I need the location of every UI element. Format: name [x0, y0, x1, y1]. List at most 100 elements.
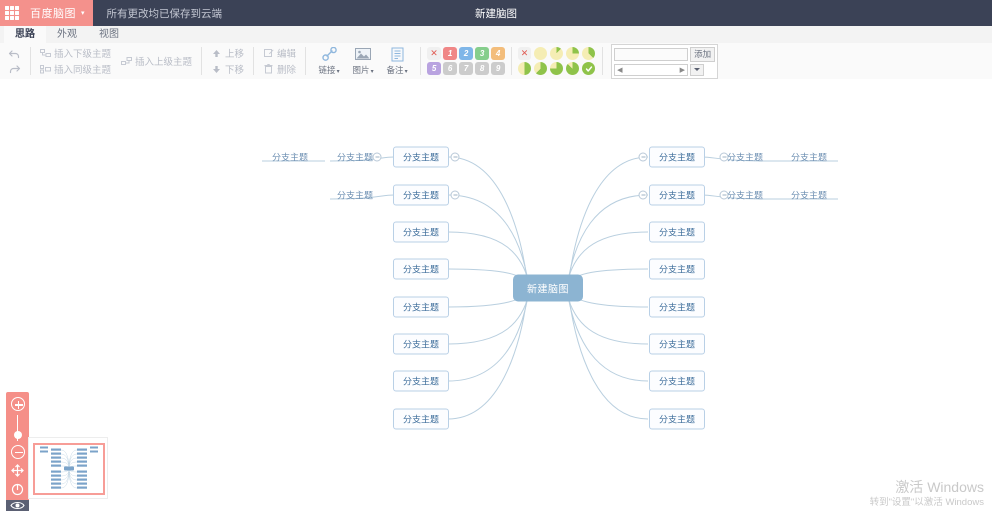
insert-note-button[interactable]: 备注▾ — [380, 44, 414, 78]
insert-child-topic-button[interactable]: 插入下级主题 — [37, 46, 114, 60]
priority-clear-button[interactable]: ✕ — [427, 47, 442, 60]
move-tool-icon[interactable] — [9, 463, 26, 478]
minimap-viewport-frame[interactable] — [33, 443, 105, 495]
priority-marker-7[interactable]: 7 — [459, 62, 474, 75]
divider — [201, 47, 203, 75]
mindmap-node-right-1-child[interactable]: 分支主题 — [726, 152, 764, 163]
progress-marker-37[interactable] — [582, 47, 596, 60]
scroll-left-icon[interactable]: ◀ — [617, 66, 623, 74]
zoom-out-button[interactable] — [10, 444, 25, 459]
grid-menu-icon[interactable] — [4, 5, 20, 21]
priority-marker-9[interactable]: 9 — [491, 62, 506, 75]
mindmap-node-left-1-grandchild[interactable]: 分支主题 — [271, 152, 309, 163]
mindmap-node-left-1[interactable]: 分支主题 — [392, 146, 450, 168]
mindmap-node-right-1[interactable]: 分支主题 — [648, 146, 706, 168]
mindmap-node-right-1-grandchild[interactable]: 分支主题 — [790, 152, 828, 163]
mindmap-node-right-2-grandchild[interactable]: 分支主题 — [790, 190, 828, 201]
mindmap-node-left-8[interactable]: 分支主题 — [392, 408, 450, 430]
priority-marker-3[interactable]: 3 — [475, 47, 490, 60]
divider — [511, 47, 513, 75]
mindmap-node-left-5[interactable]: 分支主题 — [392, 296, 450, 318]
tab-waiGuan[interactable]: 外观 — [57, 29, 77, 40]
progress-marker-50[interactable] — [518, 62, 532, 75]
mindmap-node-left-1-child[interactable]: 分支主题 — [336, 152, 374, 163]
move-down-button[interactable]: 下移 — [208, 62, 247, 76]
mindmap-node-right-8[interactable]: 分支主题 — [648, 408, 706, 430]
redo-icon[interactable] — [7, 62, 21, 75]
ribbon-content: 插入下级主题 插入同级主题 插入上级主题 — [0, 43, 992, 79]
minimap-preview — [40, 446, 98, 489]
collapse-toggle-right-1[interactable] — [638, 152, 648, 162]
collapse-toggle-left-1-child[interactable] — [372, 152, 382, 162]
progress-marker-25[interactable] — [566, 47, 580, 60]
minimap-panel[interactable] — [28, 437, 108, 499]
mindmap-node-left-2[interactable]: 分支主题 — [392, 184, 450, 206]
priority-marker-5[interactable]: 5 — [427, 62, 442, 75]
insert-parent-icon — [121, 56, 133, 67]
mindmap-node-right-3[interactable]: 分支主题 — [648, 221, 706, 243]
collapse-toggle-right-2-child[interactable] — [719, 190, 729, 200]
mindmap-node-left-6[interactable]: 分支主题 — [392, 333, 450, 355]
add-resource-button[interactable]: 添加 — [690, 46, 716, 62]
app-logo-block[interactable]: 百度脑图 ▾ — [0, 0, 93, 26]
mindmap-node-left-3[interactable]: 分支主题 — [392, 221, 450, 243]
scroll-right-icon[interactable]: ▶ — [679, 66, 686, 74]
delete-topic-button[interactable]: 删除 — [260, 62, 299, 76]
progress-marker-grid: ✕ — [518, 47, 596, 75]
edit-group: 编辑 删除 — [256, 44, 303, 78]
priority-marker-8[interactable]: 8 — [475, 62, 490, 75]
progress-marker-0[interactable] — [534, 47, 548, 60]
insert-parent-topic-button[interactable]: 插入上级主题 — [118, 54, 195, 68]
resource-select-dropdown[interactable] — [690, 63, 705, 76]
insert-link-button[interactable]: 链接▾ — [312, 44, 346, 78]
resource-input[interactable] — [614, 47, 689, 61]
priority-marker-6[interactable]: 6 — [443, 62, 458, 75]
progress-marker-87[interactable] — [566, 62, 580, 75]
priority-marker-1[interactable]: 1 — [443, 47, 458, 60]
mindmap-root-node[interactable]: 新建脑图 — [513, 274, 583, 302]
reset-view-icon[interactable] — [9, 482, 26, 497]
ribbon-tab-strip: 思路 外观 视图 — [0, 26, 992, 43]
progress-marker-12[interactable] — [550, 47, 564, 60]
mindmap-node-left-4[interactable]: 分支主题 — [392, 258, 450, 280]
progress-clear-button[interactable]: ✕ — [518, 47, 532, 60]
progress-marker-75[interactable] — [550, 62, 564, 75]
mindmap-node-left-2-child[interactable]: 分支主题 — [336, 190, 374, 201]
collapse-toggle-right-2[interactable] — [638, 190, 648, 200]
collapse-toggle-left-2[interactable] — [450, 190, 460, 200]
priority-marker-grid: ✕ 1 2 3 4 5 6 7 8 9 — [427, 47, 506, 75]
insert-image-label: 图片▾ — [352, 65, 374, 75]
edit-topic-label: 编辑 — [277, 49, 297, 60]
mindmap-node-right-2-child[interactable]: 分支主题 — [726, 190, 764, 201]
mindmap-node-right-7[interactable]: 分支主题 — [648, 370, 706, 392]
priority-marker-group: ✕ 1 2 3 4 5 6 7 8 9 — [423, 44, 509, 78]
tab-shiTu[interactable]: 视图 — [99, 29, 119, 40]
progress-marker-62[interactable] — [534, 62, 548, 75]
mindmap-node-right-5[interactable]: 分支主题 — [648, 296, 706, 318]
priority-marker-4[interactable]: 4 — [491, 47, 506, 60]
resource-scrollbar[interactable]: ◀ ▶ — [614, 63, 689, 76]
insert-image-button[interactable]: 图片▾ — [346, 44, 380, 78]
mindmap-node-right-2[interactable]: 分支主题 — [648, 184, 706, 206]
collapse-toggle-right-1-child[interactable] — [719, 152, 729, 162]
preview-eye-icon[interactable] — [6, 499, 29, 511]
insert-sibling-topic-button[interactable]: 插入同级主题 — [37, 62, 114, 76]
edit-topic-button[interactable]: 编辑 — [260, 46, 299, 60]
chevron-down-icon[interactable]: ▾ — [81, 10, 85, 17]
pencil-icon — [263, 48, 274, 59]
attachment-group: 链接▾ 图片▾ 备注▾ — [308, 44, 418, 78]
zoom-slider-track[interactable] — [13, 415, 22, 441]
mindmap-node-left-7[interactable]: 分支主题 — [392, 370, 450, 392]
collapse-toggle-left-1[interactable] — [450, 152, 460, 162]
undo-icon[interactable] — [7, 47, 21, 60]
mindmap-canvas[interactable]: 新建脑图 分支主题 分支主题 分支主题 分支主题 分支主题 分支主题 分支主题 … — [0, 79, 992, 515]
zoom-slider-thumb[interactable] — [13, 431, 22, 439]
mindmap-node-right-6[interactable]: 分支主题 — [648, 333, 706, 355]
move-up-button[interactable]: 上移 — [208, 46, 247, 60]
tab-siLu[interactable]: 思路 — [4, 26, 46, 43]
move-up-label: 上移 — [225, 49, 245, 60]
progress-marker-100[interactable] — [582, 62, 596, 75]
zoom-in-button[interactable] — [10, 397, 25, 411]
mindmap-node-right-4[interactable]: 分支主题 — [648, 258, 706, 280]
priority-marker-2[interactable]: 2 — [459, 47, 474, 60]
